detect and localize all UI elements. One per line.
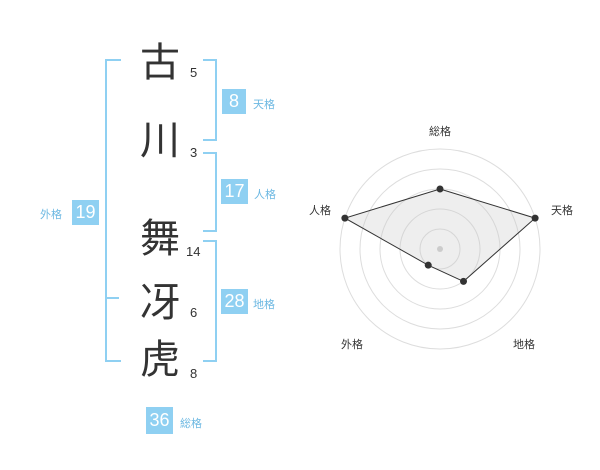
- gaikaku-bracket: [105, 59, 121, 362]
- stroke-count-3: 14: [186, 244, 201, 259]
- jinkaku-bracket: [203, 152, 217, 232]
- chikaku-label: 地格: [253, 298, 275, 311]
- soukaku-label: 総格: [180, 417, 202, 430]
- gaikaku-badge: 19: [72, 200, 99, 225]
- radar-point-2: [531, 214, 539, 222]
- tenkaku-bracket: [203, 59, 217, 141]
- stroke-count-4: 6: [190, 305, 198, 320]
- radar-center: [437, 246, 443, 252]
- chikaku-bracket: [203, 240, 217, 362]
- stroke-count-2: 3: [190, 145, 198, 160]
- radar-ring: [339, 148, 541, 350]
- name-char-3: 舞: [140, 216, 180, 262]
- stroke-count-1: 5: [190, 65, 198, 80]
- radar-label-jinkaku: 人格: [309, 204, 331, 217]
- name-char-1: 古: [140, 40, 180, 86]
- radar-ring: [419, 228, 461, 270]
- radar-label-tenkaku: 天格: [551, 204, 573, 217]
- name-char-4: 冴: [140, 280, 180, 326]
- name-char-5: 虎: [140, 337, 180, 383]
- radar-label-gaikaku: 外格: [341, 338, 363, 351]
- soukaku-badge: 36: [146, 407, 173, 434]
- jinkaku-label: 人格: [254, 188, 276, 201]
- radar-ring: [359, 168, 521, 330]
- jinkaku-badge: 17: [221, 179, 248, 204]
- tenkaku-label: 天格: [253, 98, 275, 111]
- name-char-2: 川: [140, 118, 180, 164]
- radar-data-polygon: [343, 188, 537, 282]
- radar-point-4: [424, 261, 432, 269]
- radar-point-1: [436, 185, 444, 193]
- gaikaku-label: 外格: [40, 208, 62, 221]
- tenkaku-badge: 8: [222, 89, 246, 114]
- stroke-count-5: 8: [190, 366, 198, 381]
- radar-label-soukaku: 総格: [429, 125, 451, 138]
- radar-label-chikaku: 地格: [513, 338, 535, 351]
- gaikaku-bracket-tick: [105, 297, 119, 299]
- radar-point-5: [341, 214, 349, 222]
- radar-point-3: [460, 277, 468, 285]
- chikaku-badge: 28: [221, 289, 248, 314]
